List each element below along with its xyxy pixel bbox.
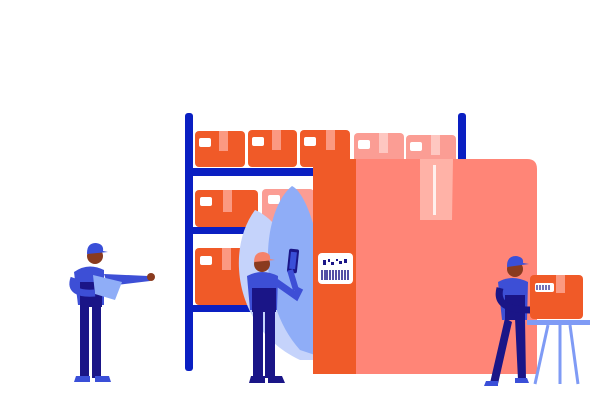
shelf-boxes [195,130,456,305]
box [195,190,258,227]
box [195,248,250,305]
box [354,133,404,167]
box [248,130,297,167]
box [300,130,350,167]
worker-with-tablet [247,248,304,383]
box [195,131,245,167]
worker-carrying-box [484,256,590,386]
barcode-label-icon [318,253,353,284]
worker-with-clipboard [69,243,155,382]
large-box [313,159,537,374]
